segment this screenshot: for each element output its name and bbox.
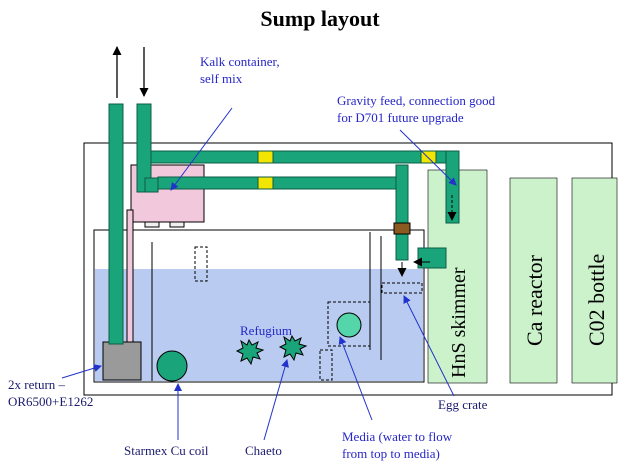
gravity-feed-label: Gravity feed, connection good for D701 f… [337, 92, 495, 126]
skimmer-feed-pipe-overlay [445, 150, 460, 224]
media-label: Media (water to flow from top to media) [342, 428, 452, 462]
eggcrate-label: Egg crate [438, 397, 488, 412]
skimmer-pump [417, 247, 447, 269]
chaeto-label: Chaeto [245, 443, 282, 458]
dashed-container [194, 246, 208, 282]
kalk-foot [169, 221, 185, 228]
chaeto-clump [235, 338, 265, 366]
return-pipe [108, 103, 124, 345]
ca-reactor-label: Ca reactor [522, 254, 547, 346]
gravity-callout-arrow [399, 129, 457, 186]
valve [393, 222, 411, 235]
skimmer-label: HnS skimmer [448, 267, 470, 378]
gravity-label-line: for D701 future upgrade [337, 110, 464, 125]
starmex-cu-coil [156, 350, 188, 382]
gravity-drain-pipe [136, 103, 152, 193]
upper-horizontal-pipe [150, 150, 460, 164]
return-pump [102, 341, 142, 381]
chaeto-clump [278, 334, 308, 362]
sump-drop-pipe [395, 164, 409, 261]
refugium-label: Refugium [240, 323, 292, 338]
co2-bottle-label: C02 bottle [584, 254, 609, 346]
kalk-label-line: self mix [200, 71, 243, 86]
coupler [257, 150, 274, 164]
egg-crate [381, 282, 423, 294]
gravity-drain-stub [144, 177, 159, 193]
media-ball [336, 312, 362, 338]
sump-water [95, 269, 423, 381]
eggcrate-callout-arrow [403, 295, 455, 397]
kalk-label: Kalk container, self mix [200, 53, 280, 87]
media-label-line: from top to media) [342, 446, 440, 461]
chaeto-callout-arrow [263, 359, 289, 441]
media-label-line: Media (water to flow [342, 429, 453, 444]
media-callout-arrow [338, 336, 373, 421]
lower-horizontal-pipe [157, 176, 409, 190]
media-container-outline [327, 301, 371, 347]
coupler [257, 176, 274, 190]
page-title: Sump layout [260, 6, 380, 31]
co2-bottle [571, 177, 618, 384]
kalk-drip-tube [126, 209, 134, 343]
starmex-label: Starmex Cu coil [124, 443, 209, 458]
return-label: 2x return – OR6500+E1262 [8, 376, 93, 410]
kalk-container [130, 164, 205, 223]
ca-reactor [509, 177, 558, 384]
return-label-line: OR6500+E1262 [8, 394, 94, 409]
kalk-callout-arrow [170, 107, 233, 191]
return-label-line: 2x return – [8, 377, 66, 392]
dashed-container [319, 349, 333, 381]
return-callout-arrow [61, 364, 102, 379]
kalk-label-line: Kalk container, [200, 54, 280, 69]
kalk-foot [144, 221, 160, 228]
gravity-label-line: Gravity feed, connection good [337, 93, 496, 108]
